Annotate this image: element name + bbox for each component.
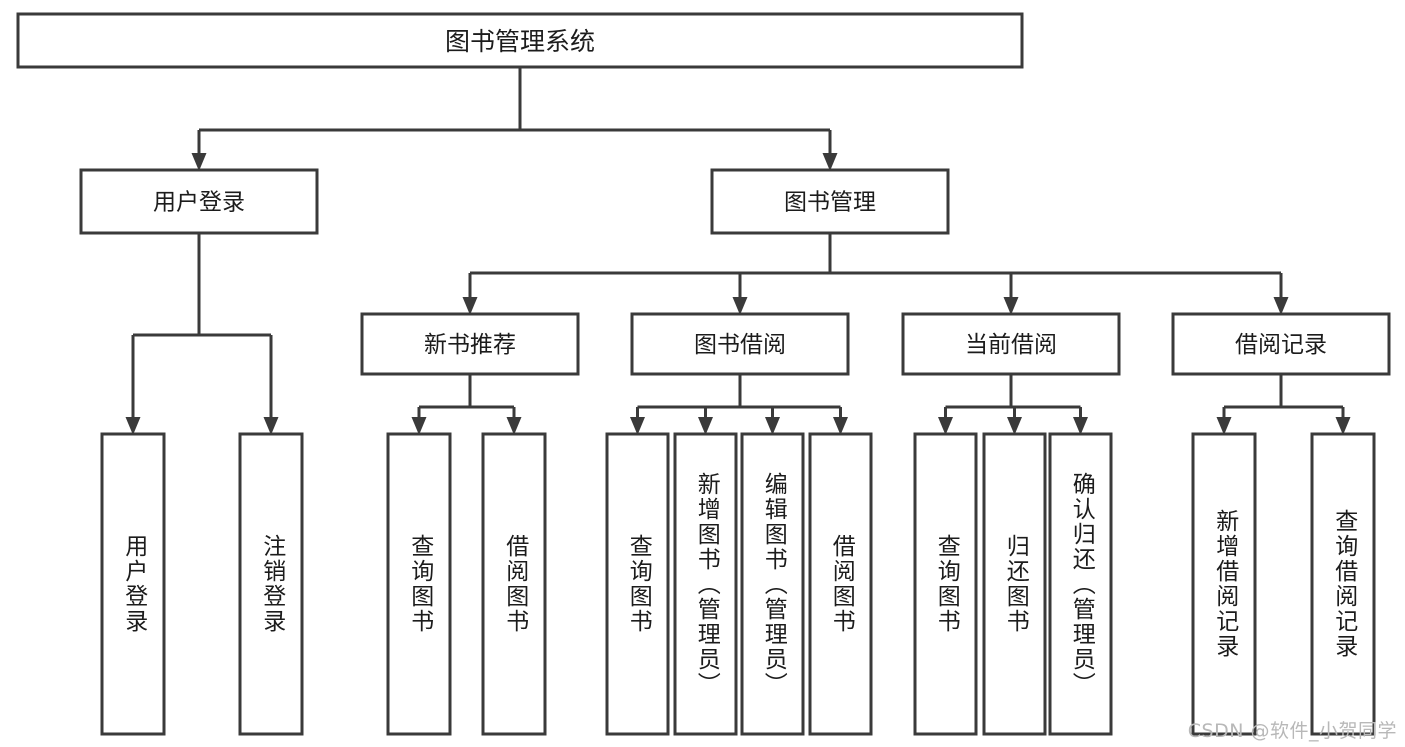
node-box-leaf-edit-book-admin[interactable] — [740, 432, 805, 736]
connector-group-new-book-recommend — [411, 374, 522, 435]
node-label-current-borrow: 当前借阅 — [965, 332, 1057, 358]
arrow-head-borrow-record — [1273, 297, 1289, 315]
watermark-text: CSDN @软件_小贺同学 — [1187, 720, 1397, 742]
node-box-current-borrow[interactable] — [901, 312, 1121, 376]
arrow-head-user-login — [191, 153, 207, 171]
node-leaf-user-login[interactable] — [100, 432, 166, 736]
arrow-head-leaf-user-login — [125, 417, 141, 435]
node-current-borrow[interactable]: 当前借阅 — [901, 312, 1121, 376]
arrow-head-leaf-confirm-return-admin — [1073, 417, 1088, 435]
node-leaf-edit-book-admin[interactable] — [740, 432, 805, 736]
node-box-new-book-recommend[interactable] — [360, 312, 580, 376]
arrow-head-book-manage — [822, 153, 838, 171]
node-label-new-book-recommend: 新书推荐 — [424, 332, 516, 358]
node-box-leaf-logout-login[interactable] — [238, 432, 304, 736]
node-leaf-borrow-book[interactable] — [808, 432, 873, 736]
arrow-head-leaf-borrow-book-rec — [506, 417, 522, 435]
node-box-leaf-confirm-return-admin[interactable] — [1048, 432, 1113, 736]
node-book-borrow[interactable]: 图书借阅 — [630, 312, 850, 376]
node-leaf-logout-login[interactable] — [238, 432, 304, 736]
node-box-borrow-record[interactable] — [1171, 312, 1391, 376]
node-leaf-query-borrow-record[interactable] — [1310, 432, 1376, 736]
node-leaf-query-book-rec[interactable] — [386, 432, 452, 736]
arrow-head-leaf-query-borrow-record — [1335, 417, 1351, 435]
node-leaf-add-book-admin[interactable] — [673, 432, 738, 736]
arrow-head-leaf-query-book-cur — [938, 417, 953, 435]
arrow-head-leaf-return-book — [1007, 417, 1022, 435]
node-label-book-borrow: 图书借阅 — [694, 332, 786, 358]
connector-group-root — [191, 67, 838, 171]
arrow-head-leaf-add-book-admin — [698, 417, 713, 435]
node-leaf-query-book-borrow[interactable] — [605, 432, 670, 736]
node-label-borrow-record: 借阅记录 — [1235, 332, 1327, 358]
arrow-head-book-borrow — [732, 297, 748, 315]
arrow-head-leaf-logout-login — [263, 417, 279, 435]
node-box-leaf-query-book-cur[interactable] — [913, 432, 978, 736]
node-box-book-borrow[interactable] — [630, 312, 850, 376]
node-label-user-login: 用户登录 — [153, 190, 245, 216]
connector-group-borrow-record — [1216, 374, 1351, 435]
node-leaf-return-book[interactable] — [982, 432, 1047, 736]
node-book-manage[interactable]: 图书管理 — [710, 168, 950, 235]
node-box-leaf-add-book-admin[interactable] — [673, 432, 738, 736]
arrow-head-new-book-recommend — [462, 297, 478, 315]
node-box-leaf-query-book-rec[interactable] — [386, 432, 452, 736]
node-user-login[interactable]: 用户登录 — [79, 168, 319, 235]
node-root[interactable]: 图书管理系统 — [16, 12, 1024, 69]
node-box-root[interactable] — [16, 12, 1024, 69]
connector-group-current-borrow — [938, 374, 1088, 435]
node-box-leaf-borrow-book[interactable] — [808, 432, 873, 736]
connectors-layer — [125, 67, 1351, 435]
node-box-leaf-return-book[interactable] — [982, 432, 1047, 736]
node-box-book-manage[interactable] — [710, 168, 950, 235]
node-box-leaf-add-borrow-record[interactable] — [1191, 432, 1257, 736]
connector-group-book-manage — [462, 233, 1289, 315]
node-box-leaf-user-login[interactable] — [100, 432, 166, 736]
arrow-head-leaf-edit-book-admin — [765, 417, 780, 435]
node-leaf-query-book-cur[interactable] — [913, 432, 978, 736]
node-label-root: 图书管理系统 — [445, 27, 595, 56]
node-leaf-add-borrow-record[interactable] — [1191, 432, 1257, 736]
arrow-head-leaf-borrow-book — [833, 417, 848, 435]
arrow-head-current-borrow — [1003, 297, 1019, 315]
arrow-head-leaf-query-book-rec — [411, 417, 427, 435]
node-leaf-confirm-return-admin[interactable] — [1048, 432, 1113, 736]
node-box-leaf-query-book-borrow[interactable] — [605, 432, 670, 736]
node-new-book-recommend[interactable]: 新书推荐 — [360, 312, 580, 376]
connector-group-user-login — [125, 233, 279, 435]
node-borrow-record[interactable]: 借阅记录 — [1171, 312, 1391, 376]
node-box-leaf-borrow-book-rec[interactable] — [481, 432, 547, 736]
connector-group-book-borrow — [630, 374, 848, 435]
node-label-book-manage: 图书管理 — [784, 190, 876, 216]
arrow-head-leaf-add-borrow-record — [1216, 417, 1232, 435]
node-box-user-login[interactable] — [79, 168, 319, 235]
node-box-leaf-query-borrow-record[interactable] — [1310, 432, 1376, 736]
node-leaf-borrow-book-rec[interactable] — [481, 432, 547, 736]
arrow-head-leaf-query-book-borrow — [630, 417, 645, 435]
